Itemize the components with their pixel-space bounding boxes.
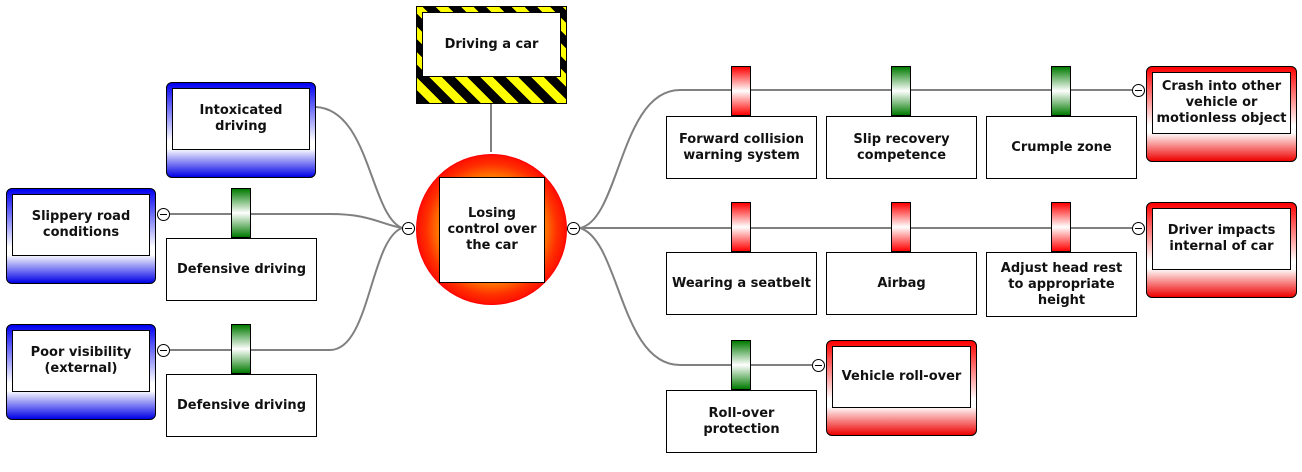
threat-poor-visibility[interactable]: Poor visibility (external) — [6, 324, 156, 420]
barrier-status-indicator — [1051, 202, 1071, 252]
collapse-icon[interactable] — [812, 359, 825, 372]
consequence-vehicle-roll-over[interactable]: Vehicle roll-over — [826, 340, 977, 436]
barrier-forward-collision-warning[interactable]: Forward collision warning system — [666, 116, 817, 179]
collapse-icon[interactable] — [157, 344, 170, 357]
hazard-box[interactable]: Driving a car — [416, 6, 567, 104]
barrier-seatbelt[interactable]: Wearing a seatbelt — [666, 252, 817, 315]
barrier-status-indicator — [891, 202, 911, 252]
threat-slippery-road[interactable]: Slippery road conditions — [6, 188, 156, 284]
threat-label: Intoxicated driving — [172, 88, 310, 150]
barrier-crumple-zone[interactable]: Crumple zone — [986, 116, 1137, 179]
top-event-label: Losing control over the car — [439, 177, 545, 283]
consequence-label: Vehicle roll-over — [832, 346, 971, 408]
connector-consequence-rollover — [579, 227, 812, 366]
barrier-airbag[interactable]: Airbag — [826, 252, 977, 315]
barrier-slip-recovery[interactable]: Slip recovery competence — [826, 116, 977, 179]
barrier-status-indicator — [231, 324, 251, 374]
barrier-status-indicator — [731, 340, 751, 390]
top-event[interactable]: Losing control over the car — [416, 154, 567, 305]
barrier-status-indicator — [891, 66, 911, 116]
collapse-right-icon[interactable] — [567, 222, 580, 235]
consequence-driver-impacts[interactable]: Driver impacts internal of car — [1146, 202, 1297, 298]
barrier-defensive-driving[interactable]: Defensive driving — [166, 238, 317, 301]
connector-threat-slippery — [170, 213, 403, 229]
barrier-defensive-driving[interactable]: Defensive driving — [166, 374, 317, 437]
consequence-label: Driver impacts internal of car — [1152, 208, 1291, 270]
barrier-status-indicator — [731, 202, 751, 252]
collapse-icon[interactable] — [1132, 222, 1145, 235]
barrier-roll-over-protection[interactable]: Roll-over protection — [666, 390, 817, 453]
hazard-label: Driving a car — [422, 12, 561, 77]
connector-threat-visibility — [170, 227, 403, 351]
collapse-icon[interactable] — [1132, 84, 1145, 97]
barrier-status-indicator — [231, 188, 251, 238]
collapse-left-icon[interactable] — [402, 222, 415, 235]
consequence-label: Crash into other vehicle or motionless o… — [1152, 72, 1291, 134]
threat-intoxicated-driving[interactable]: Intoxicated driving — [166, 82, 316, 178]
threat-label: Slippery road conditions — [12, 194, 150, 256]
threat-label: Poor visibility (external) — [12, 330, 150, 392]
barrier-head-rest[interactable]: Adjust head rest to appropriate height — [986, 252, 1137, 317]
barrier-status-indicator — [731, 66, 751, 116]
collapse-icon[interactable] — [157, 208, 170, 221]
barrier-status-indicator — [1051, 66, 1071, 116]
connector-threat-intoxicated — [315, 106, 403, 229]
connector-consequence-crash — [579, 89, 1132, 229]
consequence-crash[interactable]: Crash into other vehicle or motionless o… — [1146, 66, 1297, 162]
